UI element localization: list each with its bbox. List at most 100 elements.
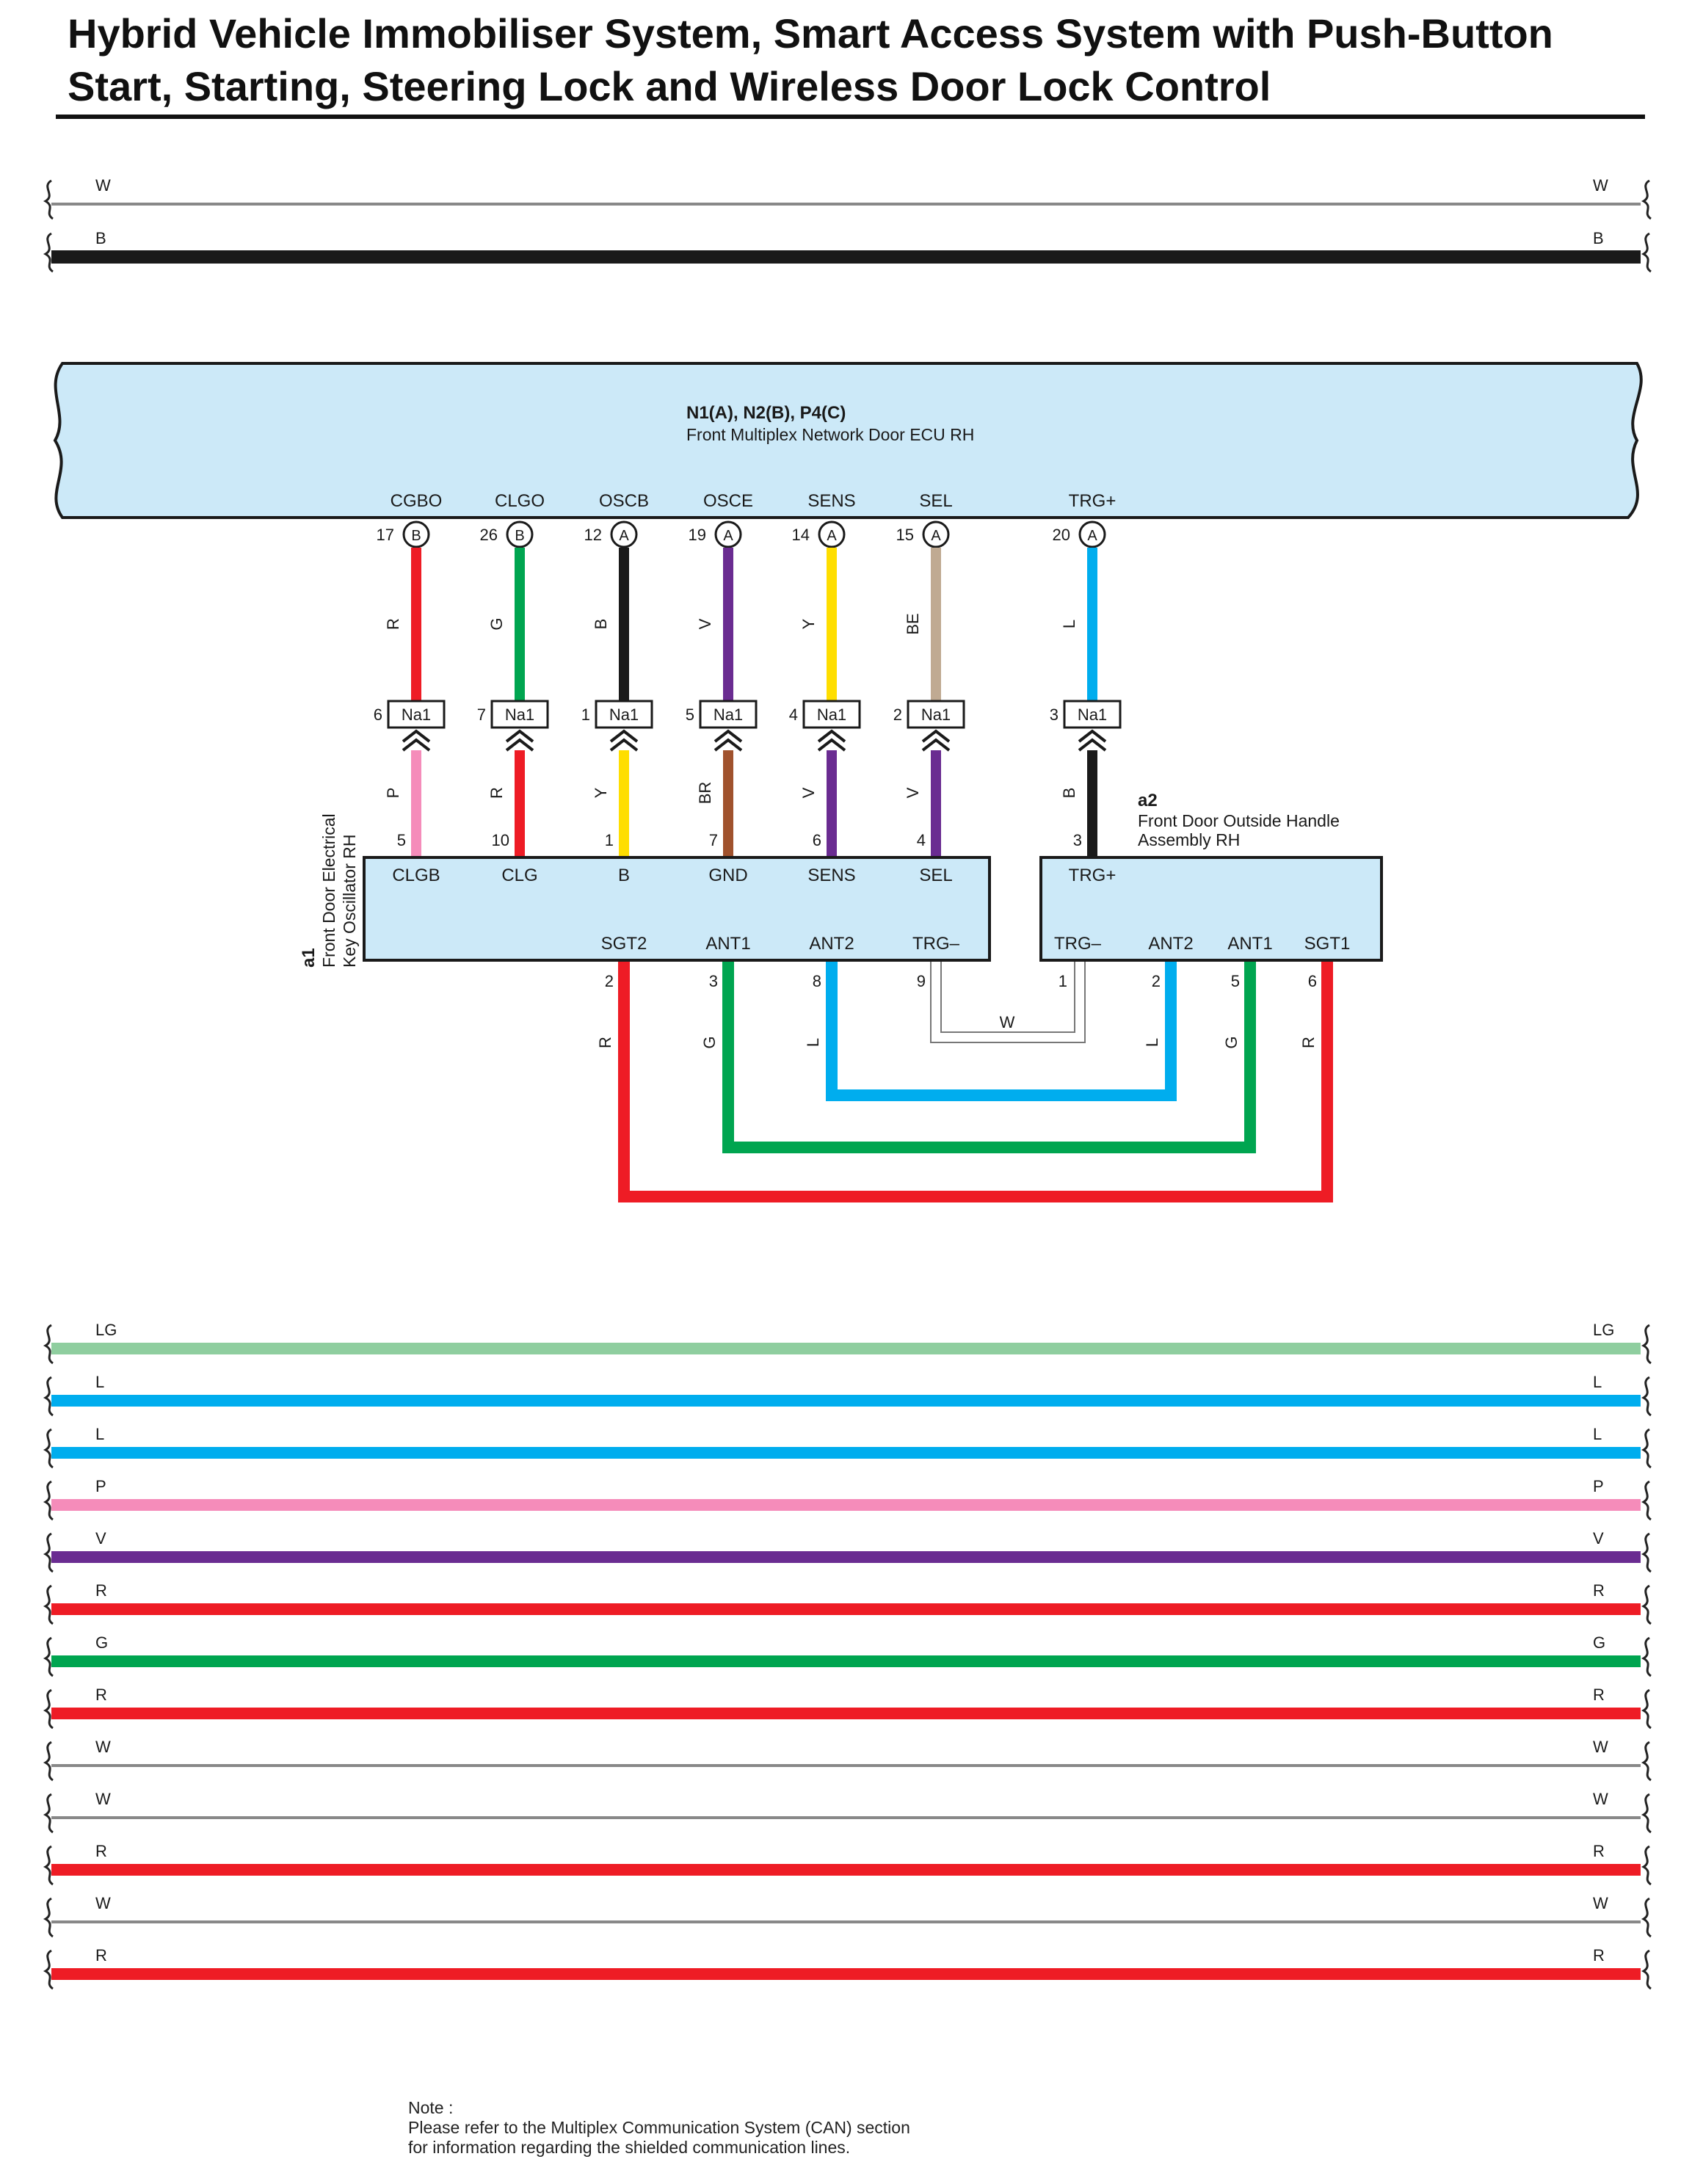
junction-box-3	[699, 700, 758, 729]
junction-box-5	[907, 700, 965, 729]
bottom-bus-wire-10-label-right: R	[1593, 1842, 1605, 1860]
bottom-bus-wire-5-break-right	[1641, 1584, 1652, 1625]
title-line-2: Start, Starting, Steering Lock and Wirel…	[68, 63, 1271, 109]
loop-sgt-label-a1: R	[596, 1037, 614, 1048]
junction-pin-3: 5	[686, 705, 694, 724]
loop-sgt-label-a2: R	[1299, 1037, 1318, 1048]
bottom-bus-wire-8-break-left	[43, 1741, 54, 1782]
top-bus-wire-1-break-right	[1641, 232, 1652, 273]
bottom-bus-wire-2-break-left	[43, 1428, 54, 1469]
bottom-bus-wire-0-break-right	[1641, 1324, 1652, 1365]
bottom-bus-wire-11-label-right: W	[1593, 1894, 1608, 1912]
loop-ant1-label-a2: G	[1222, 1036, 1241, 1048]
top-bus-wire-0-break-right	[1641, 179, 1652, 220]
a2-bottom-signal-1: ANT2	[1148, 934, 1193, 954]
bottom-bus-wire-2-label-right: L	[1593, 1425, 1602, 1443]
bottom-bus-wire-11-break-left	[43, 1897, 54, 1938]
note-heading: Note :	[408, 2098, 454, 2117]
lower-pin-number-5: 4	[917, 831, 926, 849]
loop-trg-label: W	[1000, 1013, 1015, 1031]
title-line-1: Hybrid Vehicle Immobiliser System, Smart…	[68, 10, 1553, 57]
junction-box-1	[490, 700, 549, 729]
ecu-code: N1(A), N2(B), P4(C)	[686, 403, 846, 423]
a1-bottom-pin-3: 9	[917, 972, 926, 990]
bottom-bus-wire-0-label-left: LG	[95, 1321, 117, 1339]
bottom-bus-wire-7-label-right: R	[1593, 1686, 1605, 1704]
bottom-bus-wire-5-break-left	[43, 1584, 54, 1625]
bottom-bus-wire-3-break-left	[43, 1480, 54, 1521]
a2-name-line-1: Front Door Outside Handle	[1138, 811, 1340, 830]
a1-bottom-pin-2: 8	[813, 972, 821, 990]
bottom-bus-wire-8-label-left: W	[95, 1738, 111, 1756]
junction-pin-2: 1	[581, 705, 590, 724]
a1-bottom-signal-3: TRG–	[912, 934, 960, 954]
top-bus-wire-1-label-left: B	[95, 229, 106, 247]
ecu-wire-label-3: V	[696, 618, 714, 629]
a1-top-pin-0: CLGB	[392, 866, 440, 885]
ecu-pin-signal-3: OSCE	[703, 491, 753, 511]
a2-bottom-pin-1: 2	[1152, 972, 1161, 990]
lower-pin-number-6: 3	[1073, 831, 1082, 849]
top-bus-wire-1-label-right: B	[1593, 229, 1604, 247]
a2-box	[1039, 856, 1383, 962]
loop-trg-outer	[940, 962, 1075, 1033]
ecu-pin-signal-1: CLGO	[495, 491, 545, 511]
bottom-bus-wire-12-break-right	[1641, 1949, 1652, 1990]
note-line-2: for information regarding the shielded c…	[408, 2138, 851, 2157]
ecu-assembly: N1(A), N2(B), P4(C)Front Multiplex Netwo…	[53, 362, 1643, 857]
a1-name-line-1: Front Door Electrical	[319, 813, 338, 968]
top-bus-wire-1-break-left	[43, 232, 54, 273]
lower-pin-number-3: 7	[709, 831, 718, 849]
a2-bottom-signal-0: TRG–	[1054, 934, 1102, 954]
bottom-bus-wire-5-label-right: R	[1593, 1581, 1605, 1600]
junction-chevron-2	[609, 729, 639, 752]
junction-code-5: Na1	[921, 705, 951, 724]
bottom-bus-wire-3-break-right	[1641, 1480, 1652, 1521]
loop-ant2-label-a2: L	[1143, 1038, 1161, 1047]
bottom-bus-wire-8-label-right: W	[1593, 1738, 1608, 1756]
ecu-connector-0	[402, 520, 430, 548]
junction-code-3: Na1	[714, 705, 743, 724]
a2-top-pin: TRG+	[1069, 866, 1116, 885]
ecu-connector-letter-2: A	[619, 528, 629, 544]
top-bus-wire-0-label-left: W	[95, 176, 111, 195]
bottom-bus-wire-9-label-left: W	[95, 1790, 111, 1808]
junction-chevron-1	[505, 729, 534, 752]
a1-bottom-pin-1: 3	[709, 972, 718, 990]
ecu-wire-label-5: BE	[904, 613, 922, 634]
bottom-bus-wire-9-break-right	[1641, 1793, 1652, 1834]
a2-code: a2	[1138, 791, 1158, 810]
ecu-pin-number-6: 20	[1053, 526, 1070, 544]
ecu-connector-letter-0: B	[411, 528, 421, 544]
bottom-bus-wire-6-label-right: G	[1593, 1633, 1605, 1652]
a2-name-line-2: Assembly RH	[1138, 830, 1240, 849]
loop-sgt	[618, 962, 1333, 1202]
lower-wire-label-6: B	[1060, 788, 1078, 799]
lower-wire-label-5: V	[904, 787, 922, 798]
bottom-bus-wire-9-label-right: W	[1593, 1790, 1608, 1808]
a1-bottom-signal-0: SGT2	[601, 934, 647, 954]
junction-code-2: Na1	[609, 705, 639, 724]
ecu-pin-number-4: 14	[792, 526, 810, 544]
junction-pin-6: 3	[1050, 705, 1059, 724]
ecu-pin-signal-5: SEL	[919, 491, 952, 511]
bottom-bus-wire-10-break-right	[1641, 1845, 1652, 1886]
junction-chevron-3	[714, 729, 743, 752]
junction-code-0: Na1	[402, 705, 431, 724]
junction-box-2	[595, 700, 653, 729]
junction-code-4: Na1	[817, 705, 846, 724]
loop-ant2-label-a1: L	[804, 1038, 822, 1047]
ecu-pin-number-3: 19	[689, 526, 706, 544]
lower-wire-label-2: Y	[592, 787, 610, 798]
ecu-pin-signal-6: TRG+	[1069, 491, 1116, 511]
lower-pin-number-4: 6	[813, 831, 821, 849]
ecu-connector-letter-6: A	[1087, 528, 1097, 544]
bottom-bus-wire-11-label-left: W	[95, 1894, 111, 1912]
junction-pin-1: 7	[477, 705, 486, 724]
lower-wire-label-4: V	[799, 787, 818, 798]
bottom-bus-wire-2-label-left: L	[95, 1425, 104, 1443]
bottom-bus-wire-4-break-left	[43, 1532, 54, 1573]
top-bus-wire-0-break-left	[43, 179, 54, 220]
ecu-connector-letter-1: B	[515, 528, 524, 544]
